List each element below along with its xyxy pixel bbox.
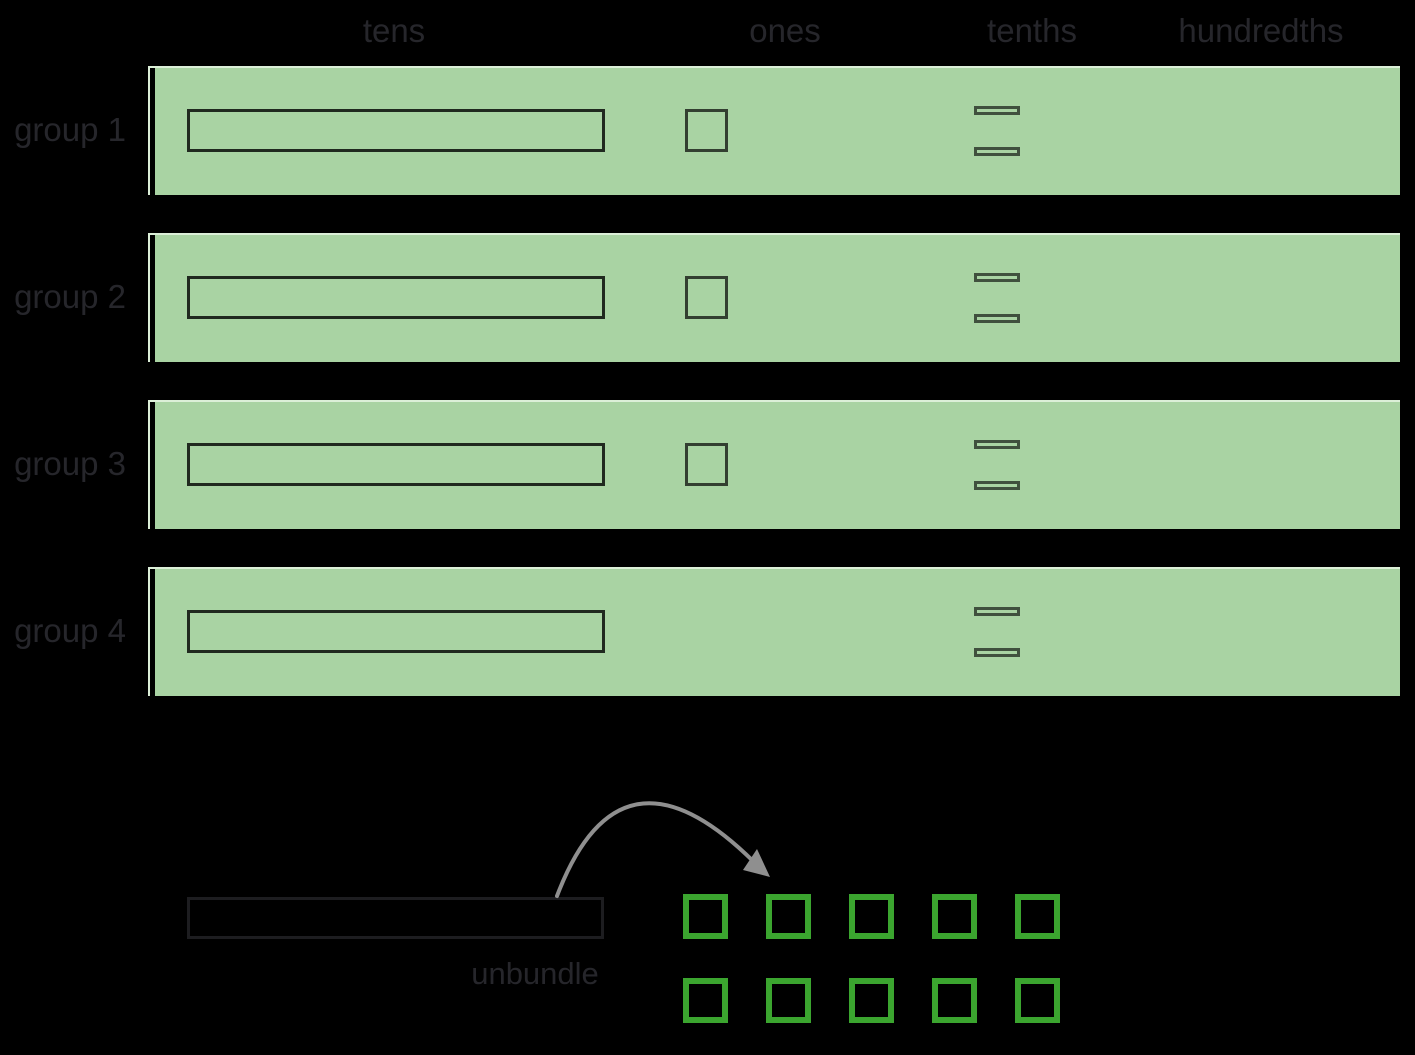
tenth-bar	[974, 481, 1020, 490]
one-square	[685, 276, 728, 319]
unbundle-arrow-icon	[555, 801, 770, 898]
group-band-4	[148, 567, 1400, 696]
band-left-bar	[150, 235, 155, 362]
group-label-4: group 4	[14, 611, 126, 649]
unbundle-label: unbundle	[471, 956, 599, 991]
unbundled-one-square	[766, 894, 811, 939]
tenth-bar	[974, 273, 1020, 282]
ten-rod	[187, 276, 605, 319]
group-label-1: group 1	[14, 110, 126, 148]
unbundled-one-square	[1015, 894, 1060, 939]
unbundled-one-square	[849, 894, 894, 939]
ten-rod	[187, 610, 605, 653]
one-square	[685, 109, 728, 152]
unbundled-one-square	[932, 978, 977, 1023]
tenth-bar	[974, 147, 1020, 156]
group-band-2	[148, 233, 1400, 362]
group-label-3: group 3	[14, 444, 126, 482]
one-square	[685, 443, 728, 486]
column-header-hundredths: hundredths	[1178, 12, 1344, 49]
unbundled-one-square	[932, 894, 977, 939]
band-left-bar	[150, 68, 155, 195]
unbundled-ones-grid	[683, 894, 1060, 1023]
ten-rod	[187, 443, 605, 486]
tenth-bar	[974, 314, 1020, 323]
unbundle-ten-rod	[187, 897, 604, 939]
unbundled-one-square	[1015, 978, 1060, 1023]
column-header-ones: ones	[749, 12, 821, 49]
unbundled-one-square	[766, 978, 811, 1023]
band-left-bar	[150, 569, 155, 696]
group-band-1	[148, 66, 1400, 195]
unbundled-one-square	[849, 978, 894, 1023]
unbundled-one-square	[683, 978, 728, 1023]
tenth-bar	[974, 440, 1020, 449]
tenth-bar	[974, 607, 1020, 616]
tenth-bar	[974, 106, 1020, 115]
column-header-tens: tens	[362, 12, 426, 49]
column-header-tenths: tenths	[987, 12, 1077, 49]
group-label-2: group 2	[14, 277, 126, 315]
band-left-bar	[150, 402, 155, 529]
unbundled-one-square	[683, 894, 728, 939]
ten-rod	[187, 109, 605, 152]
tenth-bar	[974, 648, 1020, 657]
group-band-3	[148, 400, 1400, 529]
